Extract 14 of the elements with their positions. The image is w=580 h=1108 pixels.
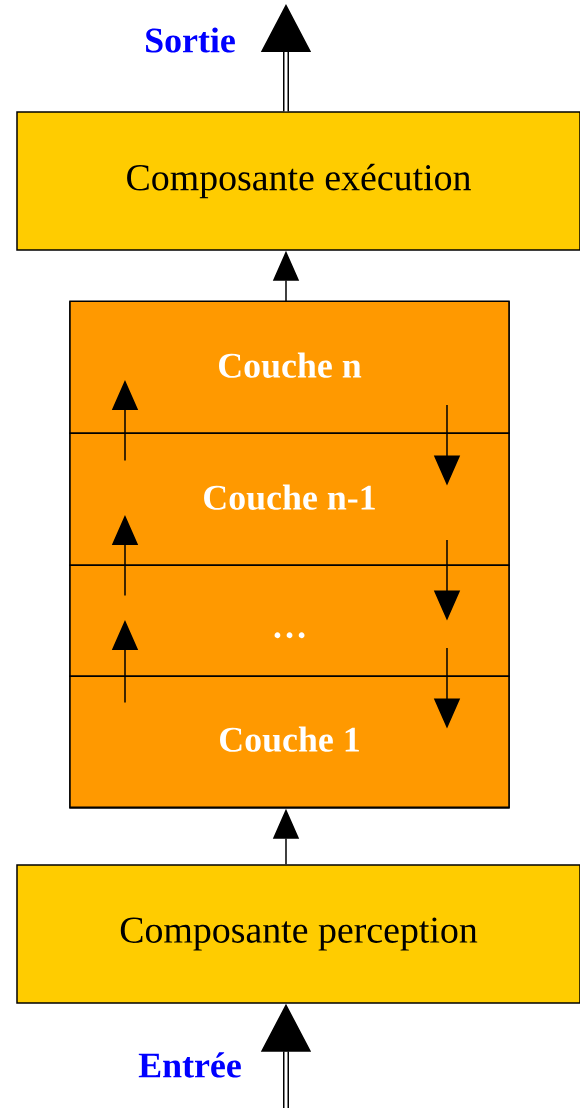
layer-label: Couche n-1 bbox=[204, 484, 375, 510]
layer-box bbox=[69, 675, 510, 808]
component-box bbox=[16, 111, 580, 251]
layer-label: Couche n bbox=[219, 352, 362, 378]
io-label: Entrée bbox=[138, 1052, 241, 1078]
layer-box bbox=[69, 432, 510, 566]
layer-label: Couche 1 bbox=[220, 726, 359, 752]
io-label: Sortie bbox=[146, 27, 235, 53]
layer-box bbox=[69, 300, 510, 434]
layer-box bbox=[69, 564, 510, 677]
layer-label: … bbox=[274, 632, 305, 639]
component-box bbox=[16, 864, 580, 1004]
component-label: Composante perception bbox=[120, 917, 478, 951]
component-label: Composante exécution bbox=[127, 163, 471, 199]
